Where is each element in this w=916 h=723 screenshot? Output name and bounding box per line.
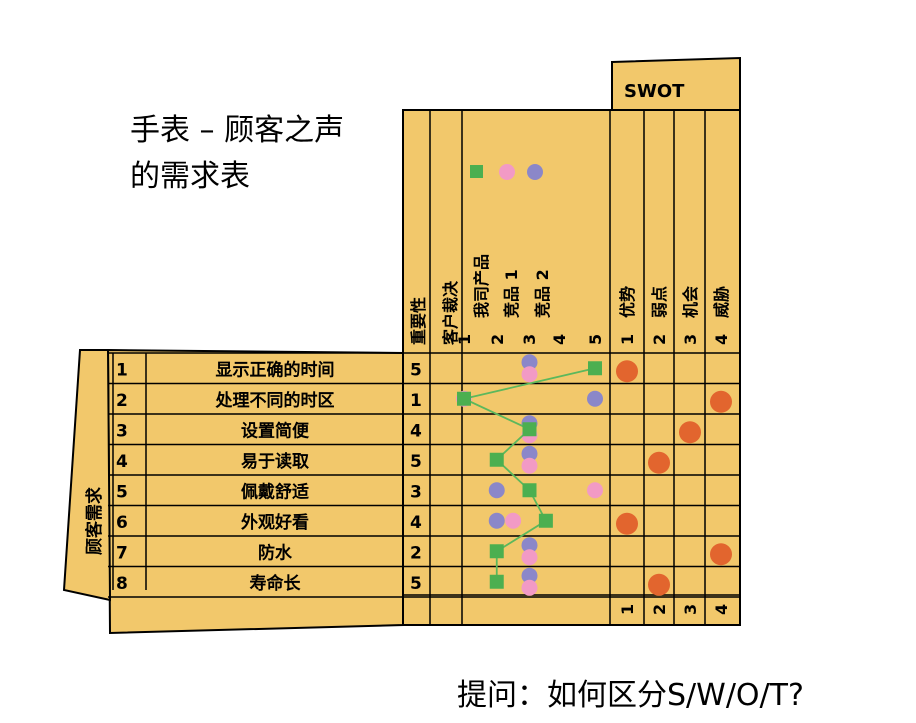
swot-bottom-4: 4 (712, 604, 731, 615)
requirement-label: 设置简便 (241, 420, 310, 441)
comp1-dot (521, 457, 538, 474)
comp2-dot (488, 482, 505, 499)
swot-number-3: 3 (681, 334, 700, 345)
requirement-label: 寿命长 (250, 573, 302, 594)
rating-scale-4: 4 (550, 334, 569, 345)
comp1-dot (521, 549, 538, 566)
question-text: 提问：如何区分S/W/O/T? (457, 678, 804, 713)
swot-dot (710, 390, 732, 413)
ours-square (457, 391, 471, 406)
comp1-dot (521, 579, 538, 596)
swot-bottom-1: 1 (618, 604, 637, 615)
ours-square (489, 452, 504, 467)
side-label: 顾客需求 (84, 487, 105, 555)
rating-scale-2: 2 (488, 334, 507, 345)
row-number-6: 6 (116, 513, 128, 533)
swot-header-3: 威胁 (712, 286, 731, 318)
requirement-label: 显示正确的时间 (216, 359, 335, 380)
swot-bottom-3: 3 (681, 604, 700, 615)
table-background (62, 56, 741, 635)
importance-header: 重要性 (409, 297, 428, 345)
swot-header-1: 弱点 (650, 286, 669, 318)
ours-square (538, 513, 553, 528)
legend-comp1-dot (499, 164, 515, 180)
title-line-2: 的需求表 (130, 159, 250, 194)
comp1-dot (587, 482, 603, 499)
row-number-2: 2 (116, 391, 128, 411)
legend-label-ours: 我司产品 (472, 254, 491, 318)
rating-header: 客户裁决 (441, 280, 460, 345)
rating-scale-5: 5 (586, 334, 605, 345)
comp2-dot (521, 445, 538, 462)
comp2-dot (521, 567, 538, 584)
ours-square (489, 574, 504, 589)
row-number-4: 4 (116, 452, 128, 472)
comp2-dot (587, 390, 603, 407)
swot-tab (611, 56, 741, 111)
swot-header-2: 机会 (681, 286, 700, 318)
row-number-1: 1 (116, 360, 128, 380)
swot-dot (648, 573, 670, 596)
legend-comp2-dot (527, 164, 543, 180)
swot-number-4: 4 (712, 334, 731, 345)
ours-square (522, 422, 537, 437)
comp2-dot (521, 354, 538, 371)
swot-dot (616, 512, 638, 535)
swot-dot (648, 451, 670, 474)
swot-dot (710, 543, 732, 566)
importance-value: 4 (410, 421, 422, 441)
comp1-dot (505, 512, 522, 529)
rating-scale-1: 1 (455, 334, 474, 345)
side-label-box (62, 349, 112, 602)
row-number-7: 7 (116, 543, 128, 563)
requirement-label: 防水 (258, 542, 293, 563)
importance-value: 5 (410, 360, 422, 380)
swot-bottom-2: 2 (650, 604, 669, 615)
importance-value: 3 (410, 482, 422, 502)
ours-square (522, 483, 537, 498)
ours-profile-line (461, 367, 596, 582)
swot-number-1: 1 (618, 334, 637, 345)
title-line-1: 手表 – 顾客之声 (130, 113, 344, 148)
importance-value: 5 (410, 574, 422, 594)
rating-scale-3: 3 (520, 334, 539, 345)
swot-number-2: 2 (650, 334, 669, 345)
comp1-dot (521, 366, 538, 383)
swot-dot (679, 421, 701, 444)
plot-marks (456, 164, 732, 596)
swot-label: SWOT (624, 81, 685, 102)
legend-ours-square (470, 165, 483, 178)
requirement-label: 外观好看 (241, 512, 309, 533)
requirement-label: 佩戴舒适 (241, 481, 309, 502)
row-number-8: 8 (116, 574, 128, 594)
importance-value: 4 (410, 513, 422, 533)
ours-square (588, 361, 602, 376)
comp2-dot (521, 537, 538, 554)
row-number-5: 5 (116, 482, 128, 502)
comp2-dot (488, 512, 505, 529)
requirement-label: 处理不同的时区 (215, 390, 335, 411)
importance-value: 5 (410, 452, 422, 472)
table-grid (108, 110, 740, 625)
legend-label-comp2: 竞品 2 (533, 269, 552, 318)
ours-square (489, 544, 504, 559)
swot-dot (616, 360, 638, 383)
legend-label-comp1: 竞品 1 (502, 269, 521, 318)
importance-value: 2 (410, 543, 422, 563)
swot-header-0: 优势 (618, 286, 637, 318)
importance-value: 1 (410, 391, 422, 411)
requirement-label: 易于读取 (241, 451, 309, 472)
row-number-3: 3 (116, 421, 128, 441)
